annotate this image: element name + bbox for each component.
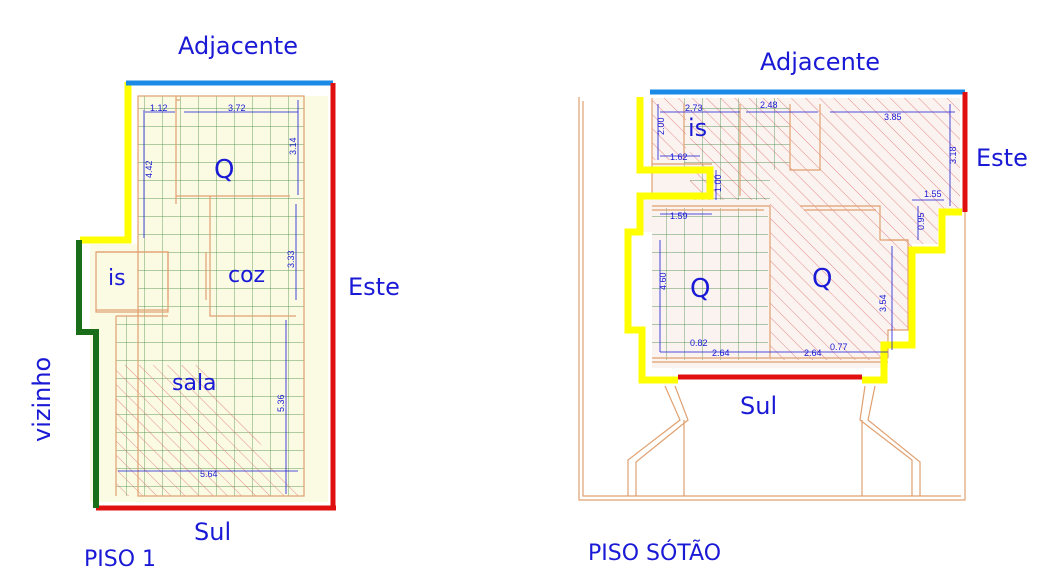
- dim-2-00: 2.00: [656, 117, 666, 135]
- room-label-q: Q: [214, 155, 234, 185]
- dim-3-85: 3.85: [884, 112, 902, 122]
- dim-5-64: 5.64: [200, 469, 218, 479]
- outer-outline-sotao: [578, 97, 966, 501]
- dim-1-00: 1.00: [713, 174, 723, 192]
- dimension-lines-sotao: [657, 104, 955, 353]
- plan-piso-sotao: 2.73 2.48 3.85 2.00 1.62 1.00 3.18 1.55 …: [578, 48, 1028, 566]
- outline-yellow-sotao-left: [624, 97, 714, 384]
- dim-1-62: 1.62: [670, 152, 688, 162]
- dim-0-82: 0.82: [690, 338, 708, 348]
- room-label-sala: sala: [172, 371, 217, 396]
- boundary-vizinho: [76, 240, 99, 508]
- dim-0-77: 0.77: [830, 342, 848, 352]
- outline-yellow-sotao-right: [862, 208, 962, 384]
- room-label-coz: coz: [228, 263, 265, 288]
- dim-3-54: 3.54: [878, 294, 888, 312]
- dim-2-48: 2.48: [760, 100, 778, 110]
- room-label-q-left: Q: [690, 274, 710, 304]
- side-label-este-sotao: Este: [976, 144, 1028, 172]
- dim-3-14: 3.14: [288, 137, 298, 155]
- side-label-este: Este: [348, 273, 400, 301]
- plan-title-piso-1: PISO 1: [84, 547, 156, 572]
- walls-sotao: [651, 98, 909, 363]
- outline-yellow-left: [80, 82, 132, 244]
- dim-4-60: 4.60: [658, 272, 668, 290]
- side-label-vizinho: vizinho: [28, 357, 56, 442]
- dim-5-36: 5.36: [276, 394, 286, 412]
- room-label-q-right: Q: [812, 264, 832, 294]
- dimension-lines-piso-1: [118, 100, 299, 494]
- side-label-sul-sotao: Sul: [740, 392, 777, 420]
- dim-2-73: 2.73: [685, 103, 703, 113]
- dim-2-64-right: 2.64: [804, 348, 822, 358]
- side-label-adjacente: Adjacente: [178, 32, 298, 60]
- tiled-area-top: [138, 96, 304, 316]
- dim-3-33: 3.33: [286, 250, 296, 268]
- side-label-sul: Sul: [194, 518, 231, 546]
- dim-1-59: 1.59: [670, 211, 688, 221]
- room-label-is: is: [108, 266, 126, 291]
- tiled-area-q-left: [652, 208, 768, 360]
- plan-title-piso-sotao: PISO SÓTÃO: [588, 539, 721, 566]
- dim-2-64-left: 2.64: [712, 348, 730, 358]
- dim-1-55: 1.55: [924, 189, 942, 199]
- walls-piso-1: [95, 95, 305, 497]
- dim-0-95: 0.95: [916, 212, 926, 230]
- hatched-area-sala: [116, 365, 300, 496]
- side-label-adjacente-sotao: Adjacente: [760, 48, 880, 76]
- dim-1-12: 1.12: [150, 103, 168, 113]
- room-label-is-sotao: is: [688, 114, 707, 142]
- dim-3-72: 3.72: [228, 103, 246, 113]
- dim-4-42: 4.42: [144, 160, 154, 178]
- plan-piso-1: 1.12 3.72 4.42 3.14 3.33 5.36 5.64 Q is …: [28, 32, 400, 572]
- dim-3-18: 3.18: [948, 146, 958, 164]
